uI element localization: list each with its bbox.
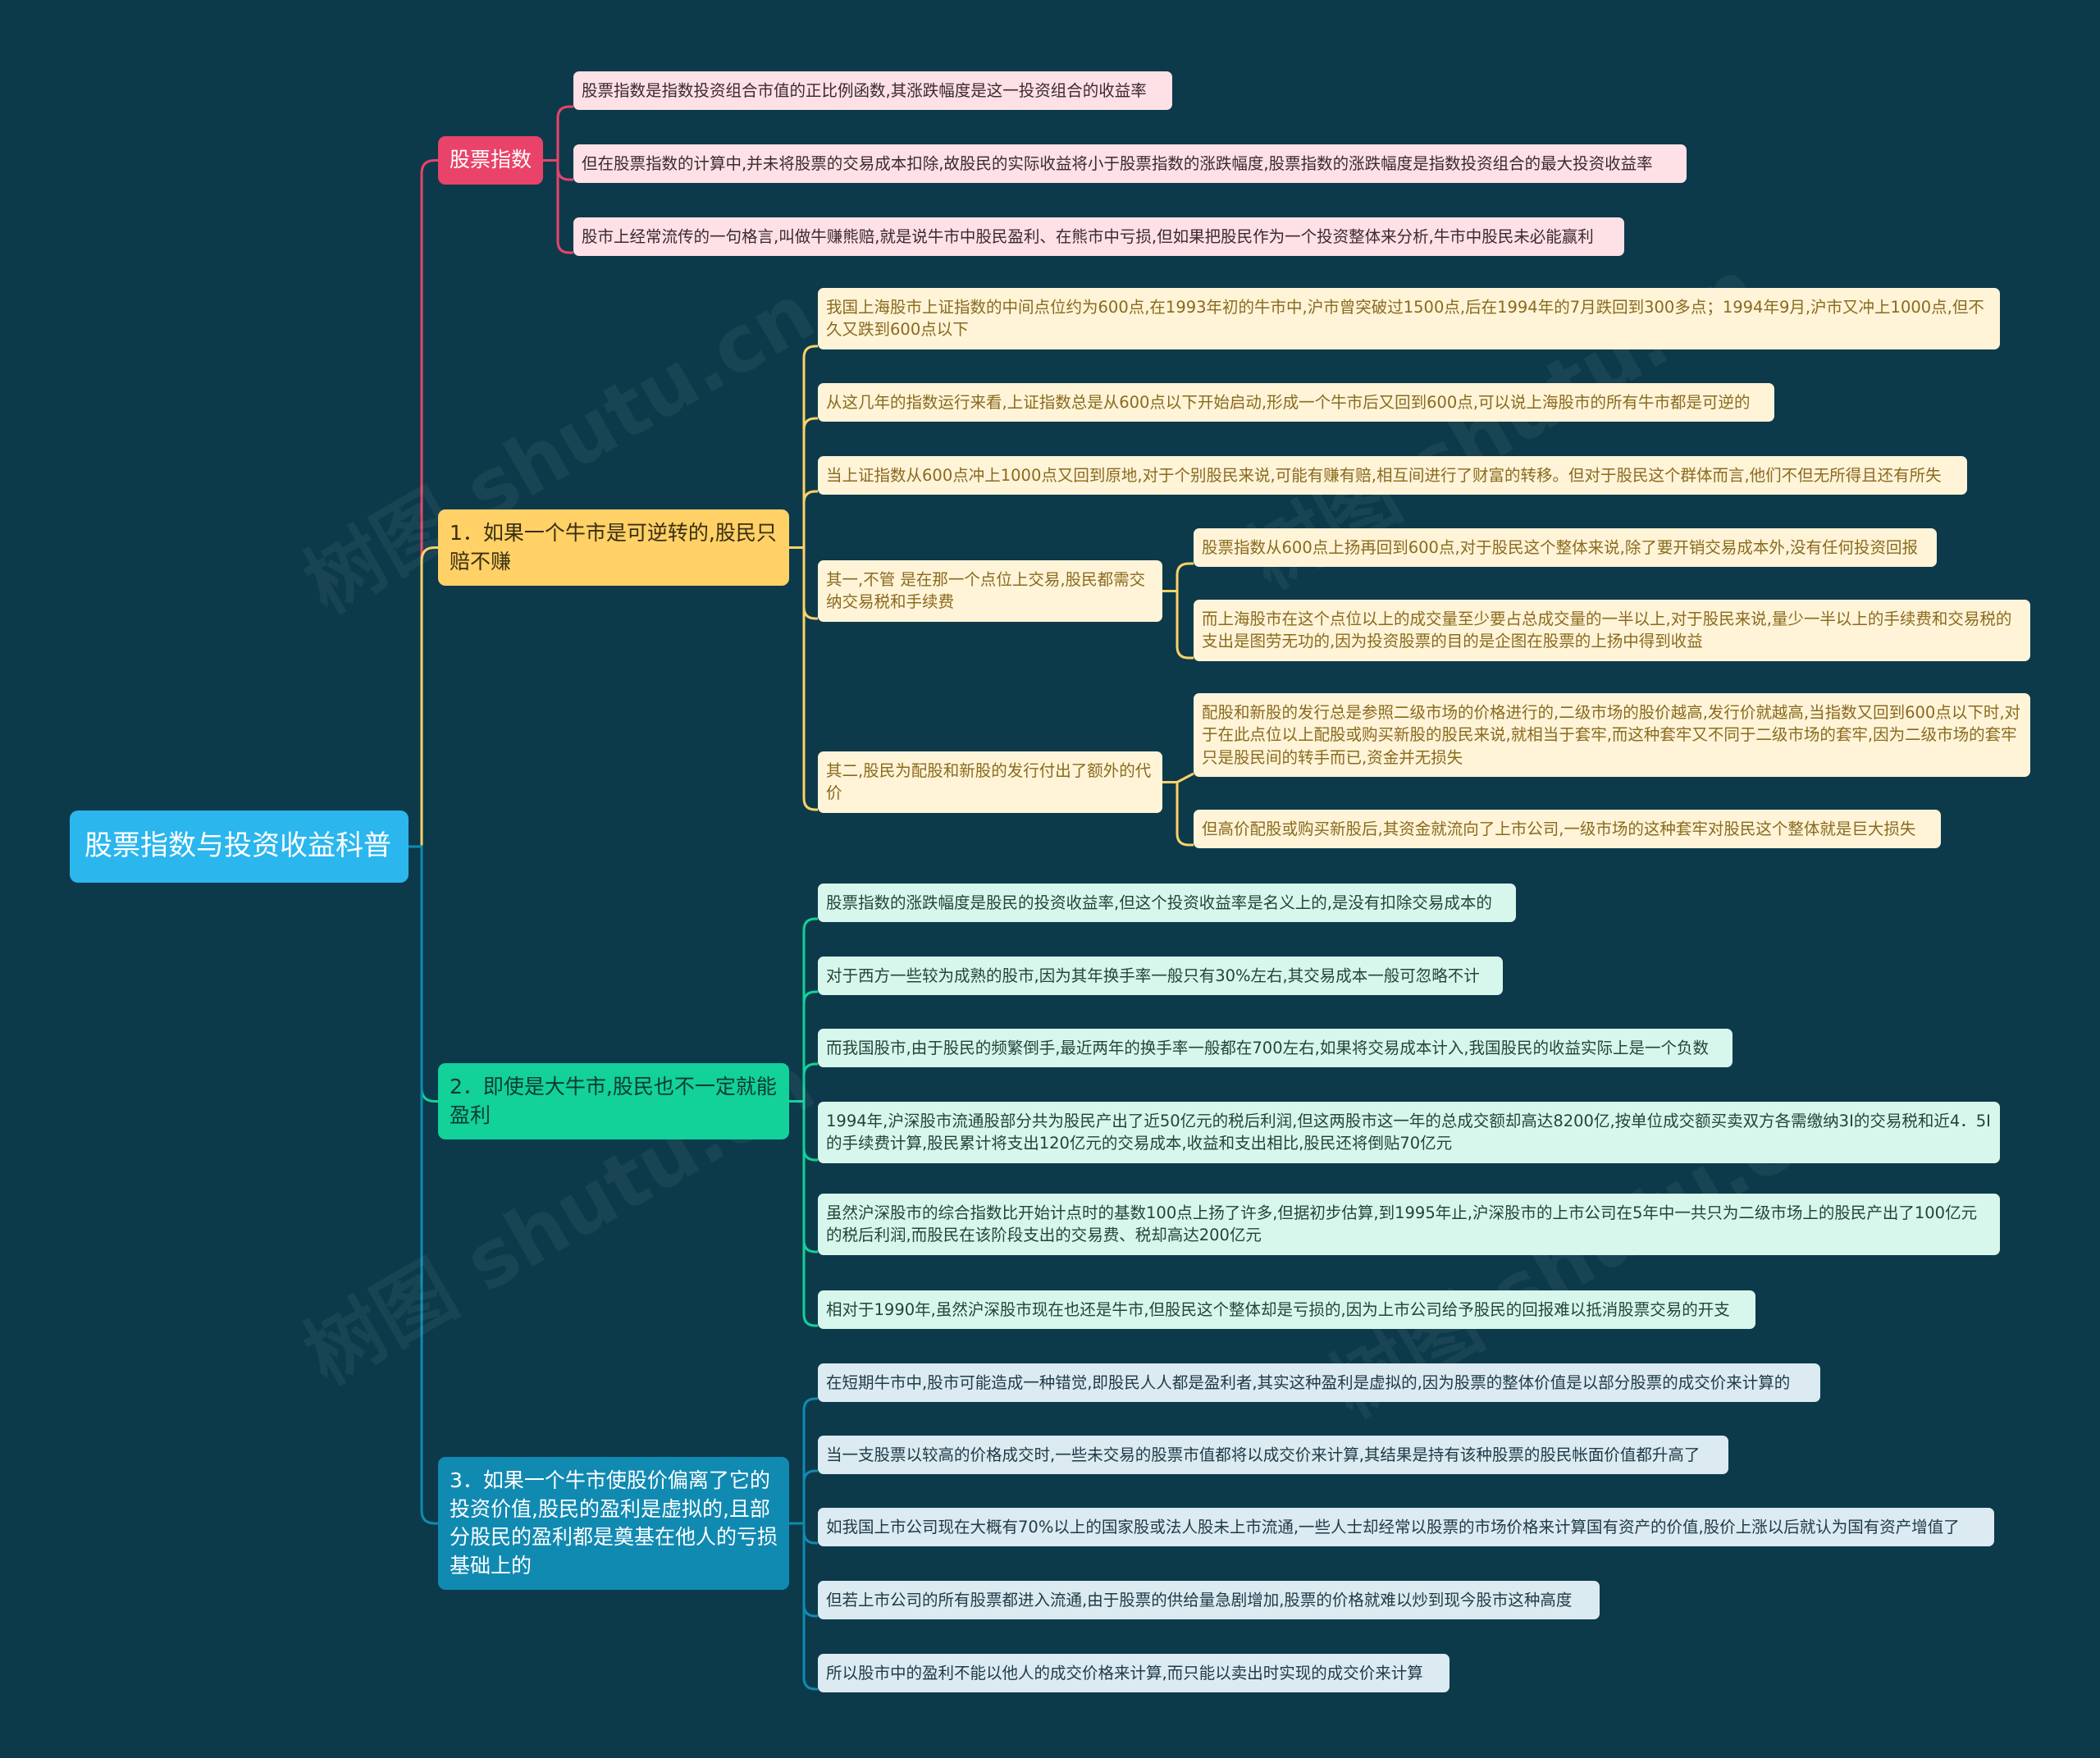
- leaf-node[interactable]: 股票指数从600点上扬再回到600点,对于股民这个整体来说,除了要开销交易成本外…: [1194, 528, 1937, 568]
- branch-reversible-bull-market[interactable]: 1．如果一个牛市是可逆转的,股民只赔不赚: [438, 509, 789, 586]
- connector-line: [802, 490, 818, 548]
- connector-line: [802, 417, 818, 548]
- branch-big-bull-market[interactable]: 2．即使是大牛市,股民也不一定就能盈利: [438, 1063, 789, 1139]
- leaf-node[interactable]: 当上证指数从600点冲上1000点又回到原地,对于个别股民来说,可能有赚有赔,相…: [818, 456, 1967, 495]
- leaf-node[interactable]: 但高价配股或购买新股后,其资金就流向了上市公司,一级市场的这种套牢对股民这个整体…: [1194, 810, 1941, 849]
- branch-stock-index[interactable]: 股票指数: [438, 136, 543, 185]
- connector-line: [802, 1397, 818, 1523]
- connector-line: [802, 547, 818, 811]
- leaf-node[interactable]: 但若上市公司的所有股票都进入流通,由于股票的供给量急剧增加,股票的价格就难以炒到…: [818, 1581, 1600, 1620]
- leaf-node[interactable]: 相对于1990年,虽然沪深股市现在也还是牛市,但股民这个整体却是亏损的,因为上市…: [818, 1290, 1755, 1330]
- connector-line: [802, 1523, 818, 1691]
- connector-line: [802, 917, 818, 1102]
- connector-line: [802, 1101, 818, 1327]
- connector-line: [409, 546, 438, 848]
- leaf-node[interactable]: 但在股票指数的计算中,并未将股票的交易成本扣除,故股民的实际收益将小于股票指数的…: [573, 144, 1687, 184]
- leaf-node[interactable]: 而我国股市,由于股民的频繁倒手,最近两年的换手率一般都在700左右,如果将交易成…: [818, 1029, 1732, 1068]
- leaf-node[interactable]: 虽然沪深股市的综合指数比开始计点时的基数100点上扬了许多,但据初步估算,到19…: [818, 1194, 2000, 1255]
- connector-line: [556, 160, 573, 254]
- leaf-node[interactable]: 对于西方一些较为成熟的股市,因为其年换手率一般只有30%左右,其交易成本一般可忽…: [818, 957, 1503, 996]
- connector-line: [1176, 782, 1194, 847]
- connector-line: [556, 105, 573, 161]
- leaf-node[interactable]: 其一,不管 是在那一个点位上交易,股民都需交纳交易税和手续费: [818, 560, 1162, 622]
- leaf-node[interactable]: 其二,股民为配股和新股的发行付出了额外的代价: [818, 751, 1162, 813]
- leaf-node[interactable]: 从这几年的指数运行来看,上证指数总是从600点以下开始启动,形成一个牛市后又回到…: [818, 383, 1774, 422]
- leaf-node[interactable]: 所以股市中的盈利不能以他人的成交价格来计算,而只能以卖出时实现的成交价来计算: [818, 1654, 1449, 1693]
- connector-line: [409, 159, 438, 848]
- connector-line: [802, 547, 818, 620]
- connector-line: [1176, 562, 1194, 591]
- leaf-node[interactable]: 股票指数的涨跌幅度是股民的投资收益率,但这个投资收益率是名义上的,是没有扣除交易…: [818, 884, 1516, 923]
- connector-line: [802, 1523, 818, 1545]
- leaf-node[interactable]: 我国上海股市上证指数的中间点位约为600点,在1993年初的牛市中,沪市曾突破过…: [818, 288, 2000, 349]
- root-topic[interactable]: 股票指数与投资收益科普: [70, 811, 409, 883]
- connector-line: [802, 1101, 818, 1253]
- leaf-node[interactable]: 如我国上市公司现在大概有70%以上的国家股或法人股未上市流通,一些人士却经常以股…: [818, 1508, 1994, 1547]
- connector-line: [802, 345, 818, 548]
- leaf-node[interactable]: 当一支股票以较高的价格成交时,一些未交易的股票市值都将以成交价来计算,其结果是持…: [818, 1436, 1728, 1475]
- branch-virtual-profit[interactable]: 3．如果一个牛市使股价偏离了它的投资价值,股民的盈利是虚拟的,且部分股民的盈利都…: [438, 1457, 789, 1590]
- connector-line: [409, 845, 438, 1525]
- leaf-node[interactable]: 股市上经常流传的一句格言,叫做牛赚熊赔,就是说牛市中股民盈利、在熊市中亏损,但如…: [573, 217, 1624, 257]
- leaf-node[interactable]: 在短期牛市中,股市可能造成一种错觉,即股民人人都是盈利者,其实这种盈利是虚拟的,…: [818, 1363, 1820, 1403]
- connector-line: [802, 1101, 818, 1162]
- connector-line: [1176, 772, 1194, 783]
- connector-line: [1176, 591, 1194, 660]
- leaf-node[interactable]: 股票指数是指数投资组合市值的正比例函数,其涨跌幅度是这一投资组合的收益率: [573, 71, 1172, 111]
- leaf-node[interactable]: 配股和新股的发行总是参照二级市场的价格进行的,二级市场的股价越高,发行价就越高,…: [1194, 693, 2030, 777]
- connector-line: [409, 845, 438, 1103]
- connector-line: [802, 1062, 818, 1102]
- connector-line: [556, 160, 573, 181]
- leaf-node[interactable]: 而上海股市在这个点位以上的成交量至少要占总成交量的一半以上,对于股民来说,量少一…: [1194, 600, 2030, 661]
- connector-line: [802, 990, 818, 1102]
- connector-line: [802, 1469, 818, 1523]
- leaf-node[interactable]: 1994年,沪深股市流通股部分共为股民产出了近50亿元的税后利润,但这两股市这一…: [818, 1102, 2000, 1163]
